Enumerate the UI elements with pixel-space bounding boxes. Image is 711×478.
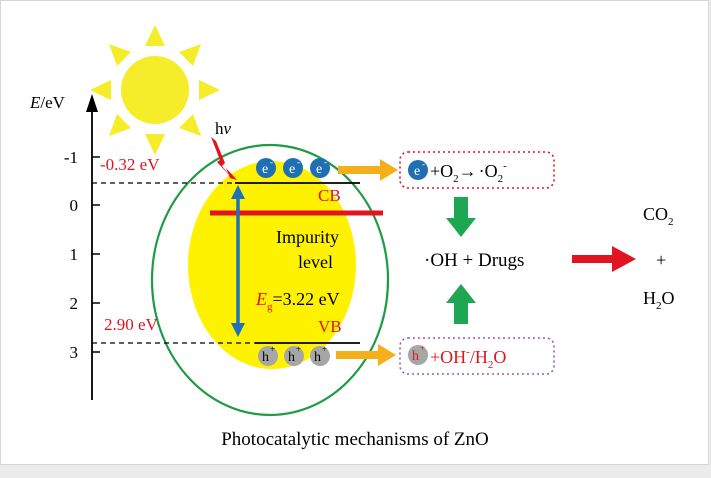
axis-tick-label: 1 <box>70 245 79 264</box>
degradation-arrow <box>572 246 636 272</box>
svg-text:-: - <box>297 157 300 167</box>
electron-row: e - e - e - <box>256 157 330 178</box>
cb-band-label: CB <box>318 186 341 205</box>
energy-axis: E/eV -1 0 1 2 3 <box>29 93 100 400</box>
reduction-reaction-text: +O2→·O2- <box>430 160 507 185</box>
bandgap-label: Eg=3.22 eV <box>255 289 340 313</box>
electron: e - <box>283 157 303 178</box>
axis-label: E/eV <box>29 93 66 112</box>
sun-icon <box>90 25 220 155</box>
svg-text:h: h <box>262 350 269 365</box>
hole-row: h + h + h + <box>258 344 330 366</box>
svg-text:-: - <box>270 157 273 167</box>
reduction-electron: e - <box>408 159 428 180</box>
radical-drug-reaction: ·OH + Drugs <box>424 250 524 271</box>
svg-text:e: e <box>414 164 420 179</box>
oxidation-hole: h + <box>408 343 428 365</box>
svg-text:h: h <box>288 350 295 365</box>
svg-text:+: + <box>296 344 301 354</box>
reduction-box <box>399 151 555 189</box>
hole: h + <box>310 344 330 366</box>
electron: e - <box>256 157 276 178</box>
svg-text:h: h <box>412 349 419 364</box>
product-plus: + <box>656 250 666 270</box>
axis-tick-label: 3 <box>70 343 79 362</box>
svg-text:-: - <box>324 157 327 167</box>
oxidation-box <box>399 337 555 375</box>
hole-transfer-arrow <box>336 344 396 366</box>
reduction-to-radical-arrow <box>446 197 476 237</box>
svg-text:e: e <box>289 162 295 177</box>
vb-potential-label: 2.90 eV <box>104 315 159 334</box>
vb-band-label: VB <box>318 317 342 336</box>
impurity-label-line2: level <box>298 252 333 272</box>
svg-text:+: + <box>322 344 327 354</box>
svg-text:e: e <box>262 162 268 177</box>
figure-caption: Photocatalytic mechanisms of ZnO <box>221 429 489 450</box>
svg-text:+: + <box>420 343 425 353</box>
electron-transfer-arrow <box>338 159 398 181</box>
svg-text:e: e <box>316 162 322 177</box>
axis-tick-label: 0 <box>70 196 79 215</box>
axis-tick-label: -1 <box>64 148 78 167</box>
hole: h + <box>284 344 304 366</box>
product-h2o: H2O <box>643 288 675 312</box>
oxidation-reaction-text: +OH-/H2O <box>430 346 506 371</box>
cb-potential-label: -0.32 eV <box>100 155 160 174</box>
product-co2: CO2 <box>643 204 674 228</box>
light-bolt-icon <box>211 137 237 180</box>
svg-text:h: h <box>314 350 321 365</box>
svg-text:+: + <box>270 344 275 354</box>
figure-panel <box>0 0 709 465</box>
light-label: hv <box>215 119 232 138</box>
hole: h + <box>258 344 278 366</box>
impurity-label-line1: Impurity <box>276 227 339 247</box>
svg-text:-: - <box>422 159 425 169</box>
oxidation-to-radical-arrow <box>446 284 476 324</box>
axis-tick-label: 2 <box>70 294 79 313</box>
particle-outline <box>150 143 390 417</box>
electron: e - <box>310 157 330 178</box>
